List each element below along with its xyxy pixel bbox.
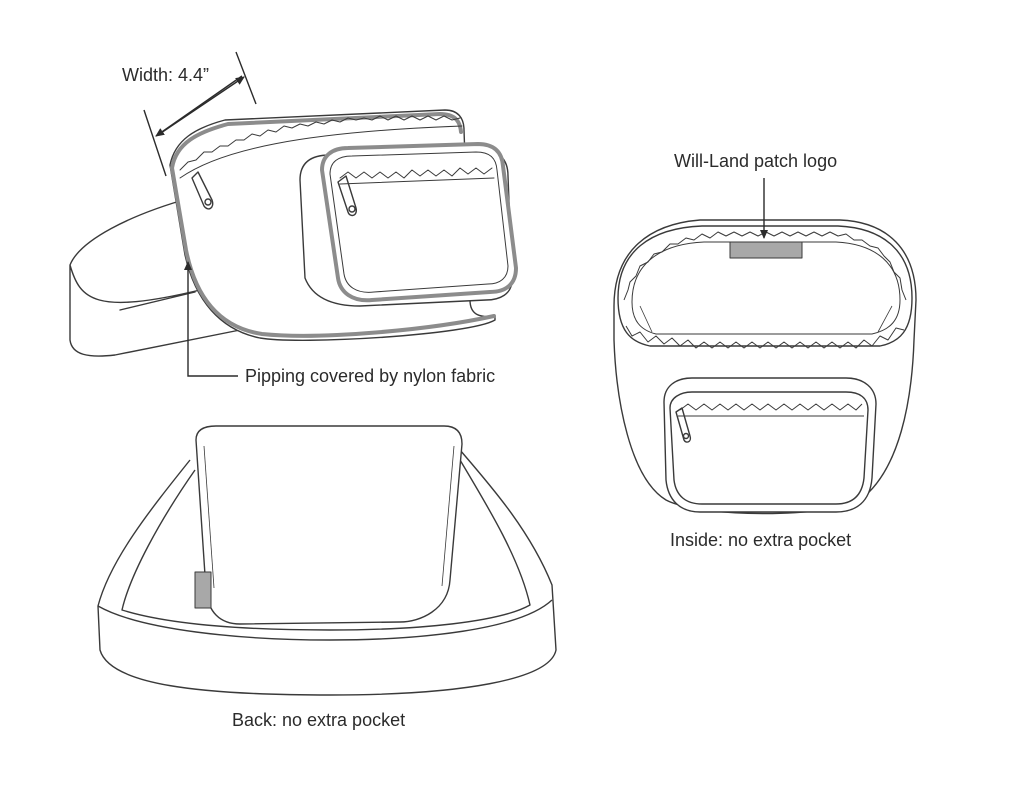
back-panel-seam [203,445,215,589]
back-strap-tab [194,571,212,609]
front-main-pull-hole [204,198,212,206]
inside-pocket-zipper-pull [675,407,692,443]
patch-logo-label: Will-Land patch logo [674,151,838,171]
front-piping-lower [170,166,496,338]
front-main-zipper [179,115,461,171]
inside-pocket-outer [663,377,877,513]
front-pocket-zipper-pull [337,175,358,217]
front-piping [170,112,463,170]
front-pocket-pull-hole [348,205,356,213]
inside-patch-logo [729,241,803,259]
back-panel-seam-right [441,445,455,587]
inside-pocket-zipper [679,403,863,411]
width-dimension [143,51,257,177]
front-view-drawing [69,109,518,357]
inside-fold-right [877,305,893,333]
front-main-zipper-pull [191,171,214,210]
back-strap-edge [97,599,553,641]
inside-view-drawing [613,219,917,515]
back-strap-inner [121,459,531,631]
back-panel [195,425,463,625]
width-label: Width: 4.4” [122,65,210,85]
inside-opening [631,241,901,335]
inside-fold-left [639,305,653,333]
front-main-zipper-edge [179,125,463,179]
inside-rim-zipper-lower [625,325,905,349]
piping-label: Pipping covered by nylon fabric [245,366,496,386]
piping-callout [184,261,238,377]
front-pocket-inner [329,151,509,293]
inside-rim [617,225,913,347]
back-view-label: Back: no extra pocket [232,710,406,730]
back-view-drawing [97,425,557,696]
inside-view-label: Inside: no extra pocket [670,530,852,550]
front-pocket-zipper [339,167,493,179]
inside-pocket-inner [669,391,869,505]
inside-pocket-pull-hole [682,432,690,440]
front-pocket-piping [320,142,518,303]
front-pocket-zipper-edge [339,177,495,185]
